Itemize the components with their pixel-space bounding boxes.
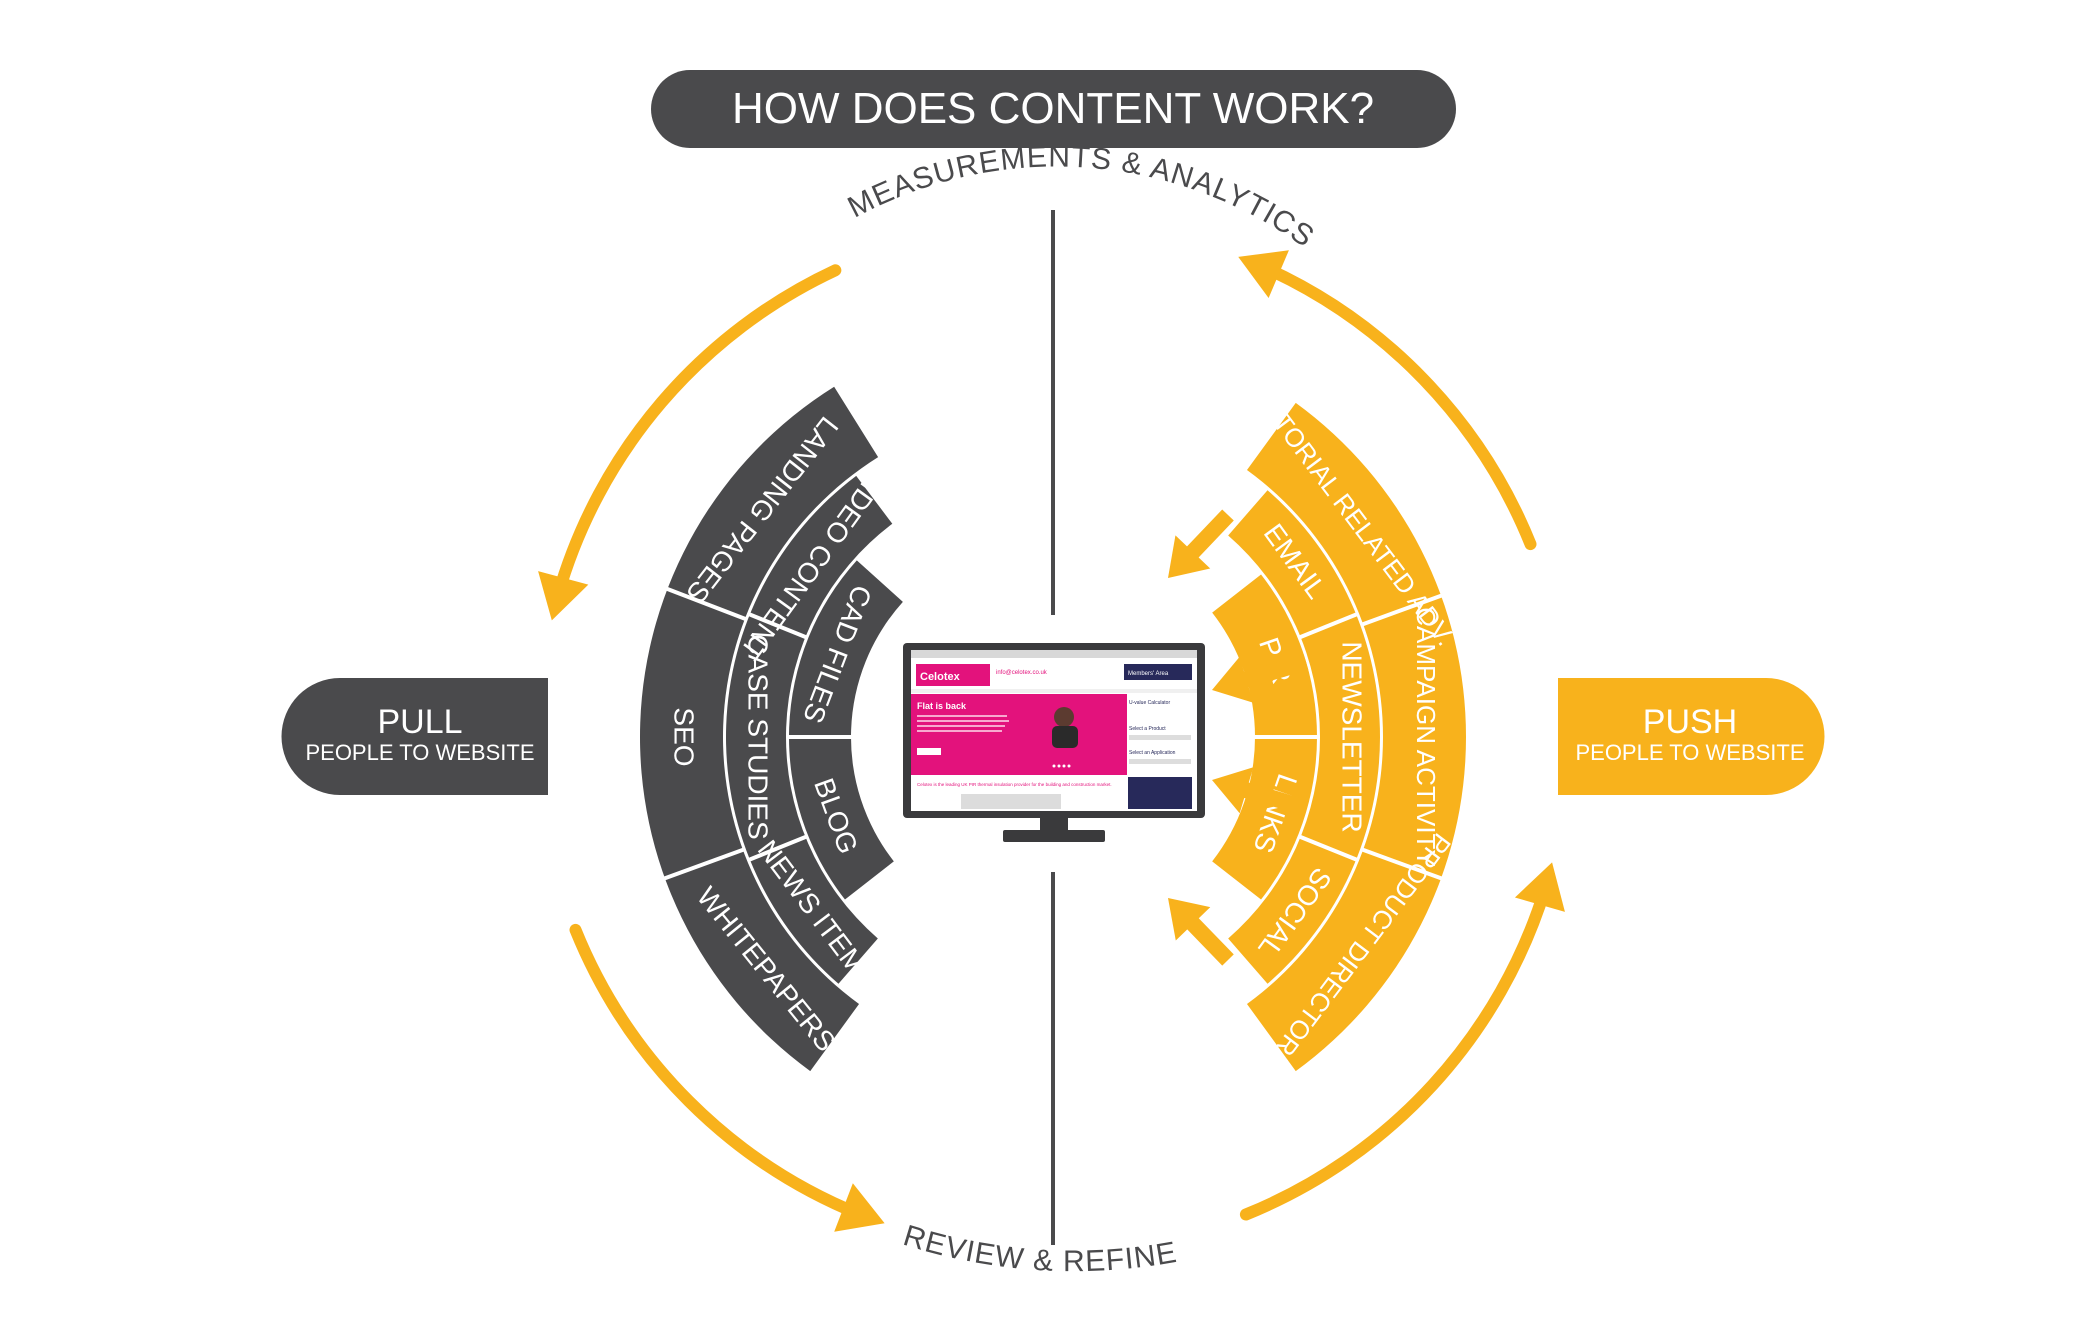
pointer-arrow-head	[1212, 767, 1254, 814]
screen-url: info@celotex.co.uk	[996, 670, 1048, 676]
screen-select-application: Select an Application	[1129, 750, 1176, 756]
title-banner: HOW DOES CONTENT WORK?	[651, 70, 1456, 148]
ring-band	[726, 475, 893, 984]
ring-divider	[663, 847, 745, 881]
segment-newsletter: NEWSLETTER	[1337, 641, 1368, 832]
push-banner: PUSH PEOPLE TO WEBSITE	[1558, 678, 1825, 795]
screen-calculator: U-value Calculator	[1129, 700, 1170, 706]
push-title: PUSH	[1643, 703, 1737, 741]
ring-band	[639, 386, 879, 1072]
ring-divider	[1361, 593, 1443, 627]
segment-campaign-activity: CAMPAIGN ACTIVITY	[1411, 607, 1441, 867]
screen-members: Members' Area	[1128, 671, 1169, 677]
page-title: HOW DOES CONTENT WORK?	[732, 84, 1374, 133]
screen-brand: Celotex	[920, 671, 961, 683]
pull-title: PULL	[377, 703, 462, 741]
cycle-arrow-head	[834, 1183, 885, 1232]
cycle-arrow-head	[1514, 862, 1565, 912]
ring-divider	[1361, 847, 1443, 881]
ring-divider	[748, 612, 808, 640]
cycle-arrow-arc	[1239, 881, 1552, 1221]
pull-banner: PULL PEOPLE TO WEBSITE	[281, 678, 548, 795]
measurements-caption: MEASUREMENTS & ANALYTICS	[843, 140, 1321, 254]
segment-case-studies: CASE STUDIES	[743, 634, 774, 839]
pointer-arrow-head	[1168, 535, 1211, 578]
ring-divider	[748, 834, 808, 862]
screen-headline: Flat is back	[917, 701, 967, 711]
ring-band	[789, 560, 903, 900]
ring-band	[1228, 490, 1380, 984]
screen-select-product: Select a Product	[1129, 726, 1166, 732]
pointer-arrow-head	[1168, 898, 1211, 941]
pull-subtitle: PEOPLE TO WEBSITE	[305, 740, 534, 765]
push-subtitle: PEOPLE TO WEBSITE	[1575, 740, 1804, 765]
push-pointers	[1168, 509, 1309, 966]
cycle-arrow-arc	[569, 923, 867, 1221]
ring-band	[1246, 402, 1466, 1072]
ring-divider	[1298, 612, 1358, 640]
cycle-arrow-arc	[551, 264, 842, 602]
cycle-arrows	[538, 250, 1565, 1232]
ring-divider	[1298, 834, 1358, 862]
cycle-arrow-head	[538, 571, 589, 621]
website-monitor: Celotex info@celotex.co.uk Members' Area…	[903, 643, 1205, 842]
ring-divider	[665, 586, 747, 621]
segment-seo: SEO	[669, 707, 700, 766]
pointer-arrow-head	[1212, 656, 1254, 703]
cycle-arrow-arc	[1256, 260, 1537, 551]
push-rings: EDITORIAL RELATED ADV.CAMPAIGN ACTIVITYP…	[1212, 374, 1466, 1095]
screen-footer-text: Celotex is the leading UK PIR thermal in…	[917, 782, 1112, 787]
review-caption: REVIEW & REFINE	[900, 1219, 1180, 1278]
cycle-arrow-head	[1238, 250, 1289, 299]
